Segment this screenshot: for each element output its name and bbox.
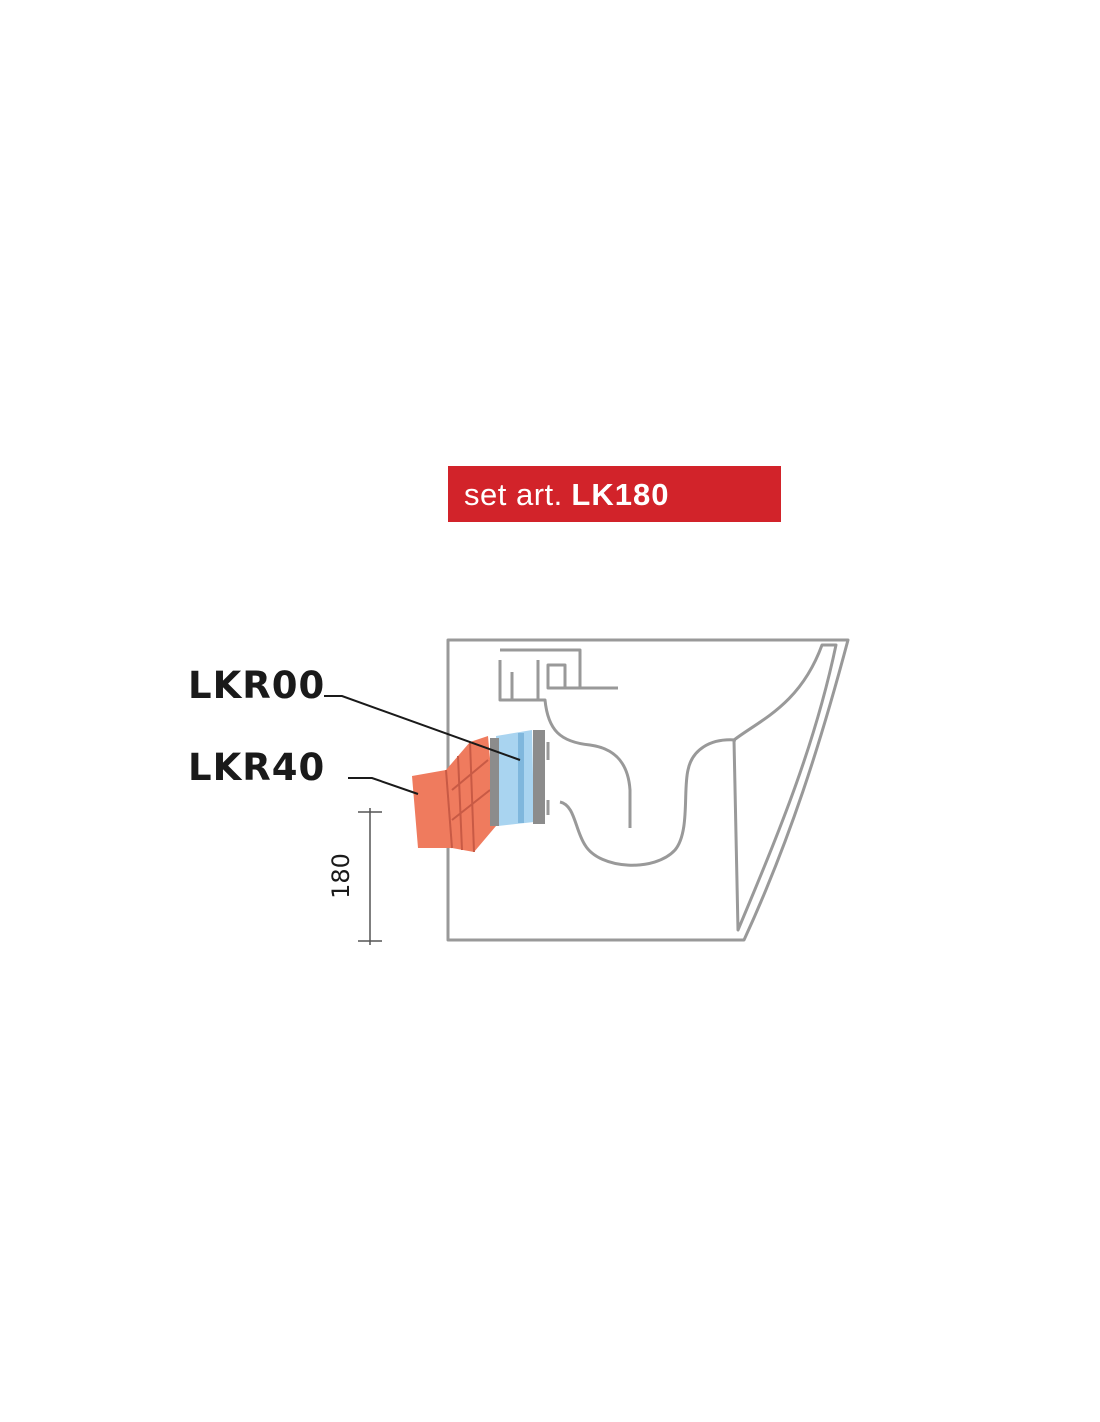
toilet-outer-contour (446, 638, 850, 942)
adapter-lkr40 (412, 736, 496, 853)
set-article-banner: set art. LK180 (448, 466, 781, 522)
dimension-value: 180 (327, 853, 355, 899)
adapter-lkr00 (490, 730, 545, 826)
lkr00-gasket-right (533, 730, 545, 824)
flush-rim-channel (500, 648, 618, 690)
dimension-line (358, 808, 382, 945)
lkr40-edge-line (457, 755, 463, 851)
banner-background (448, 466, 781, 522)
toilet-body-outline (446, 638, 850, 942)
lkr40-edge-line (451, 759, 489, 791)
leader-line-lkr40 (348, 777, 419, 795)
lkr40-edge-line (445, 769, 453, 849)
lkr40-outer-sleeve (412, 770, 452, 848)
banner-prefix: set art. (464, 476, 563, 512)
banner-article-code: LK180 (571, 476, 670, 512)
lkr00-body (496, 730, 534, 826)
trapway (538, 698, 737, 867)
part-label-lkr00: LKR00 (188, 664, 326, 707)
part-label-lkr40: LKR40 (188, 746, 326, 789)
leader-line-lkr00 (324, 695, 521, 761)
lkr00-ring (518, 733, 524, 823)
flush-inlet (498, 660, 540, 702)
lkr00-gasket-left (490, 738, 499, 826)
toilet-front-wall (732, 643, 838, 932)
lkr40-edge-line (451, 789, 491, 821)
lkr40-edge-line (469, 741, 475, 853)
